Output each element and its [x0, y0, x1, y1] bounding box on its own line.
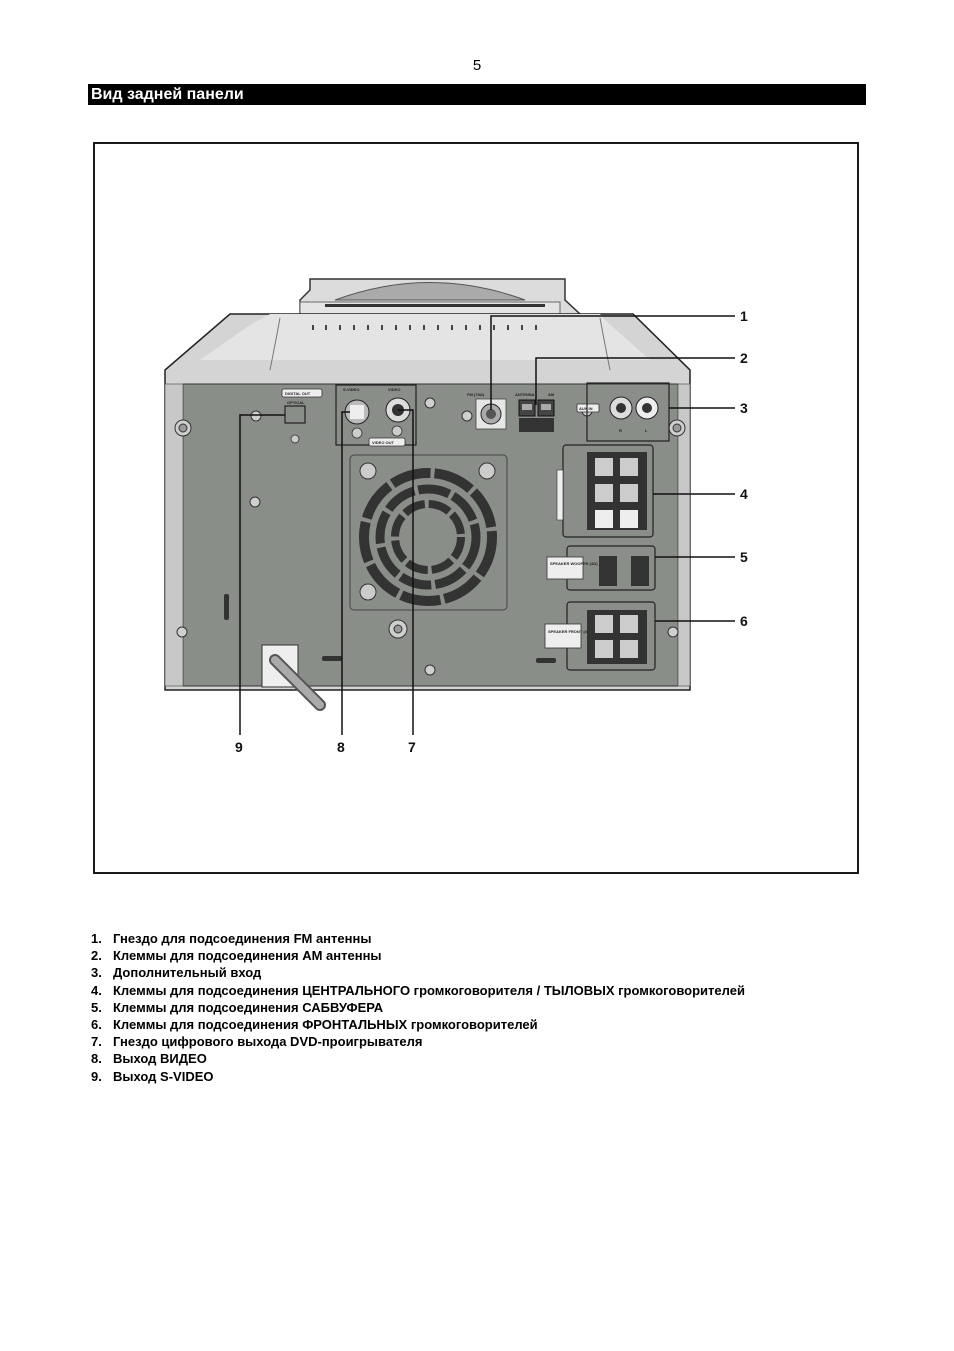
- callout-9: 9: [235, 739, 243, 755]
- antenna-terminals: FM (75Ω) ANTENNA AM: [467, 392, 555, 432]
- svg-text:FM (75Ω): FM (75Ω): [467, 392, 485, 397]
- figure-frame: [93, 142, 859, 874]
- callout-3: 3: [740, 400, 748, 416]
- legend-item: 8.Выход ВИДЕО: [91, 1051, 207, 1067]
- legend-item: 4.Клеммы для подсоединения ЦЕНТРАЛЬНОГО …: [91, 982, 745, 998]
- legend-item: 1.Гнездо для подсоединения FM антенны: [91, 931, 372, 946]
- svg-text:ANTENNA: ANTENNA: [515, 392, 535, 397]
- rear-panel-diagram: DIGITAL OUT OPTICAL S-VIDEO VIDEO VIDEO …: [164, 278, 748, 755]
- top-housing: [299, 278, 581, 321]
- aux-in-block: AUX IN R L: [576, 382, 670, 442]
- center-rear-speaker-terminals: [556, 444, 654, 538]
- callout-1: 1: [740, 308, 748, 324]
- svg-text:VIDEO OUT: VIDEO OUT: [372, 440, 395, 445]
- callout-6: 6: [740, 613, 748, 629]
- svg-text:L: L: [645, 428, 648, 433]
- vent-slots: [312, 325, 537, 330]
- callout-8: 8: [337, 739, 345, 755]
- section-header: Вид задней панели: [88, 84, 866, 105]
- svg-text:SPEAKER FRONT (4Ω): SPEAKER FRONT (4Ω): [548, 629, 592, 634]
- section-title: Вид задней панели: [91, 86, 244, 103]
- svg-text:S-VIDEO: S-VIDEO: [343, 387, 359, 392]
- legend-item: 2.Клеммы для подсоединения АМ антенны: [91, 948, 382, 964]
- callout-2: 2: [740, 350, 748, 366]
- power-cord: [224, 594, 556, 711]
- legend-item: 3.Дополнительный вход: [91, 965, 262, 981]
- legend-item: 7.Гнездо цифрового выхода DVD-проигрыват…: [91, 1034, 423, 1050]
- svg-text:AUX IN: AUX IN: [579, 406, 593, 411]
- callout-5: 5: [740, 549, 748, 565]
- svg-text:OPTICAL: OPTICAL: [287, 400, 305, 405]
- parts-legend: 1.Гнездо для подсоединения FM антенны 2.…: [91, 930, 745, 1085]
- front-speaker-terminals: SPEAKER FRONT (4Ω): [544, 601, 656, 671]
- callout-lines: [239, 315, 735, 735]
- svg-text:SPEAKER WOOFER (4Ω): SPEAKER WOOFER (4Ω): [550, 561, 598, 566]
- subwoofer-speaker-terminals: SPEAKER WOOFER (4Ω): [546, 545, 656, 591]
- svg-text:VIDEO: VIDEO: [388, 387, 400, 392]
- svg-text:AM: AM: [548, 392, 555, 397]
- legend-item: 6.Клеммы для подсоединения ФРОНТАЛЬНЫХ г…: [91, 1017, 538, 1033]
- legend-item: 9.Выход S-VIDEO: [91, 1068, 214, 1084]
- svg-text:R: R: [619, 428, 622, 433]
- legend-item: 5.Клеммы для подсоединения САБВУФЕРА: [91, 999, 384, 1015]
- callout-7: 7: [408, 739, 416, 755]
- page-number: 5: [472, 57, 482, 74]
- cooling-fan: [349, 454, 508, 611]
- svg-text:DIGITAL OUT: DIGITAL OUT: [285, 391, 311, 396]
- callout-4: 4: [740, 486, 748, 502]
- screw-icons: [174, 397, 686, 676]
